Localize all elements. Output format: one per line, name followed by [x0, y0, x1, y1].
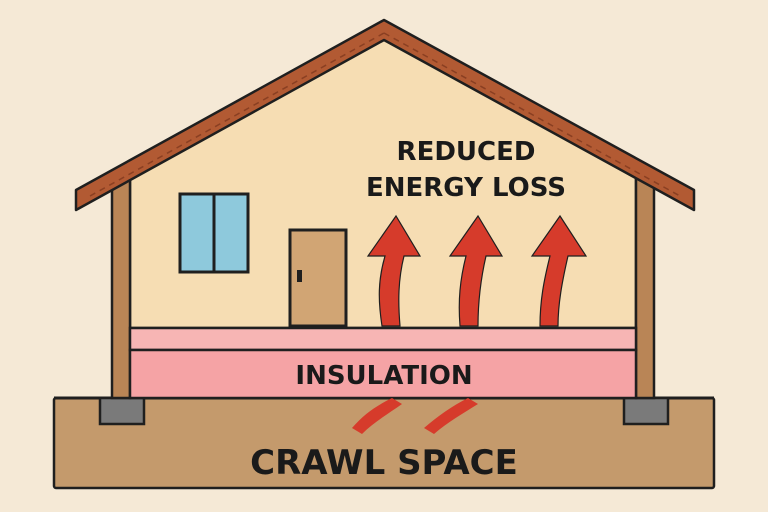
arrow-up-icon [448, 214, 504, 327]
roof [74, 18, 696, 212]
pier-right [622, 396, 670, 426]
arrow-up-icon [366, 214, 422, 327]
insulation-layer [128, 326, 638, 400]
heat-arrows-lower [352, 398, 478, 434]
pier-left [98, 396, 146, 426]
door [288, 228, 348, 328]
heat-stream-lower-2 [424, 398, 478, 434]
door-knob [297, 270, 302, 282]
post-left [110, 176, 132, 400]
label-crawl-space: CRAWL SPACE [250, 443, 518, 483]
window [178, 192, 250, 274]
label-reduced: REDUCED [397, 137, 536, 167]
heat-stream-lower-1 [352, 398, 402, 434]
label-insulation: INSULATION [295, 361, 472, 391]
label-energy-loss: ENERGY LOSS [366, 173, 566, 203]
arrow-up-icon [530, 214, 588, 327]
post-right [634, 176, 656, 400]
